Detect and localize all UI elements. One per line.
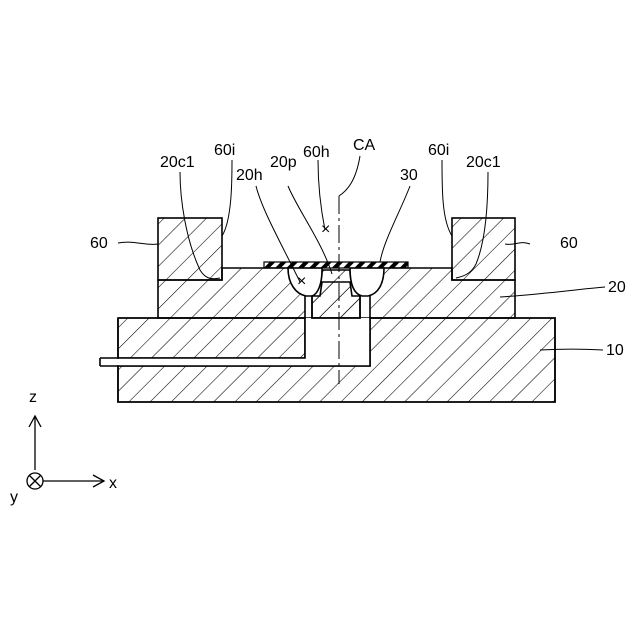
- label-20p: 20p: [270, 154, 297, 171]
- axis-label-x: x: [109, 475, 117, 492]
- label-20: 20: [608, 279, 626, 296]
- label-60i-right: 60i: [428, 142, 449, 159]
- label-60-left: 60: [90, 235, 108, 252]
- label-20h: 20h: [236, 167, 263, 184]
- axis-label-y: y: [10, 489, 18, 506]
- label-60h: 60h: [303, 144, 330, 161]
- holder-60-left: [158, 218, 222, 280]
- label-10: 10: [606, 342, 624, 359]
- label-60i-left: 60i: [214, 142, 235, 159]
- label-30: 30: [400, 167, 418, 184]
- base-block-10: [100, 318, 555, 402]
- svg-text:×: ×: [321, 221, 330, 238]
- svg-text:×: ×: [297, 273, 306, 290]
- holder-60-right: [452, 218, 515, 280]
- label-ca: CA: [353, 137, 376, 154]
- label-20c1-right: 20c1: [466, 154, 501, 171]
- axis-label-z: z: [29, 389, 37, 406]
- label-60-right: 60: [560, 235, 578, 252]
- substrate-30: [264, 262, 408, 268]
- label-20c1-left: 20c1: [160, 154, 195, 171]
- coordinate-axes: z x y: [10, 389, 117, 506]
